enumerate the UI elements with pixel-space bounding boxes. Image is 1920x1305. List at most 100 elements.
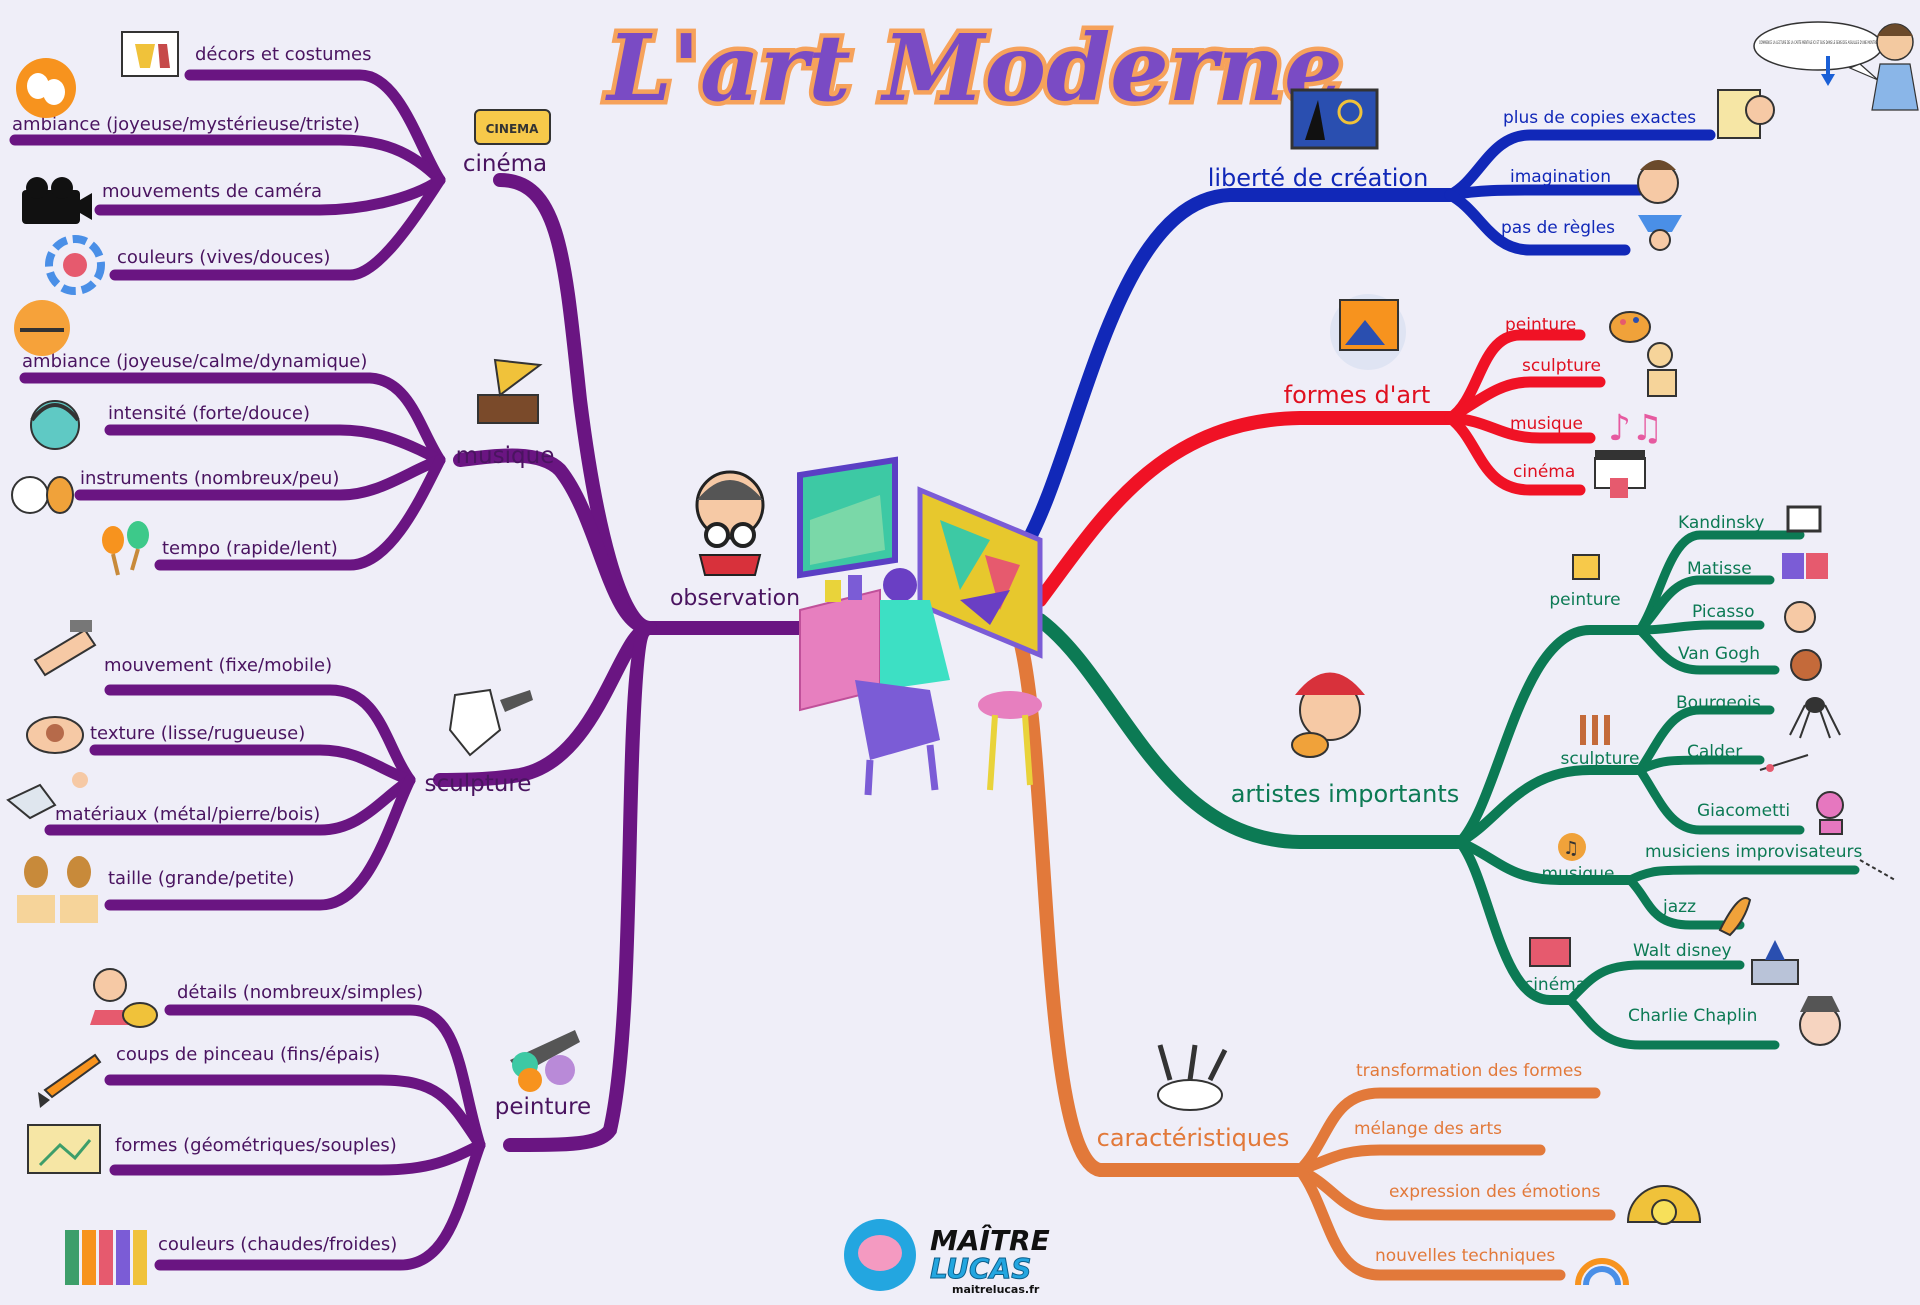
statue-icon [448, 688, 533, 757]
artist-name: Matisse [1687, 559, 1752, 579]
easel-drawing-icon [27, 1124, 101, 1174]
sculpture-item: matériaux (métal/pierre/bois) [55, 804, 320, 825]
headphones-character-icon [30, 400, 80, 450]
rock-materials-icon [6, 772, 88, 820]
observation-branches [9, 69, 807, 1271]
artistes-group-label: peinture [1549, 590, 1620, 610]
artist-name: musiciens improvisateurs [1645, 842, 1863, 862]
instruments-icon [11, 476, 74, 514]
music-note-icon: ♫ [1558, 833, 1586, 861]
painter-girl-icon [1291, 672, 1365, 758]
observer-icon [695, 470, 765, 576]
emotion-gauge-icon [1626, 1185, 1702, 1225]
artistes-group-label: sculpture [1560, 749, 1639, 769]
musique-item: intensité (forte/douce) [108, 403, 310, 424]
branch-caracteristiques-label: caractéristiques [1097, 1124, 1290, 1152]
sculpture-item: mouvement (fixe/mobile) [104, 655, 332, 676]
music-notes-icon: ♪♫ [1608, 408, 1663, 449]
artist-head [883, 568, 917, 602]
cinema-item: décors et costumes [195, 44, 372, 65]
branch-sculpture-label: sculpture [425, 771, 532, 797]
title-outline: L'art Moderne [604, 14, 1342, 122]
spider-sculpture-icon [1789, 697, 1841, 739]
guitar-sunset-icon [14, 300, 70, 356]
artistes-group-label: cinéma [1524, 975, 1586, 995]
clapperboard-icon [1594, 450, 1646, 498]
artistes-group-label: musique [1542, 864, 1615, 884]
brand-logo: MAÎTRE LUCAS maitrelucas.fr [844, 1219, 1050, 1296]
peinture-item: formes (géométriques/souples) [115, 1135, 397, 1156]
mind-explosion-icon [1638, 215, 1682, 251]
sculpture-item: taille (grande/petite) [108, 868, 294, 889]
easel-canvas [917, 486, 1043, 659]
mobile-sculpture-icon [1759, 754, 1809, 772]
formes-branch [1033, 329, 1606, 607]
sculpting-tools-icon [1580, 715, 1610, 745]
branch-formes-label: formes d'art [1284, 381, 1431, 409]
guide-character: COMMENCE LA LECTURE DE LA CARTE MENTALE … [1753, 21, 1919, 111]
artist-name: jazz [1662, 897, 1696, 917]
bust-sculpture-icon [1816, 791, 1844, 835]
cinema-item: couleurs (vives/douces) [117, 247, 330, 268]
svg-text:CINEMA: CINEMA [486, 122, 539, 136]
art-easel-icon [1330, 294, 1406, 370]
page-title: L'art Moderne [604, 14, 1342, 122]
maracas-icon [102, 521, 149, 576]
center-label: observation [670, 586, 800, 611]
chisel-icon [33, 620, 97, 677]
branch-cinema-label: cinéma [463, 151, 547, 177]
castle-icon [1751, 940, 1799, 985]
theater-masks-icon [16, 58, 76, 118]
picasso-portrait-icon [1784, 601, 1816, 633]
artist-name: Picasso [1692, 602, 1754, 622]
van-gogh-portrait-icon [1790, 649, 1822, 681]
artist-name: Van Gogh [1678, 644, 1760, 664]
branch-liberte-label: liberté de création [1208, 164, 1429, 192]
peinture-item: couleurs (chaudes/froides) [158, 1234, 397, 1255]
starry-night-painting-icon [1290, 88, 1379, 150]
artist-name: Kandinsky [1678, 513, 1765, 533]
painter-artist-icon [90, 968, 158, 1028]
liberte-item: plus de copies exactes [1503, 108, 1696, 128]
musique-item: instruments (nombreux/peu) [80, 468, 339, 489]
caracteristiques-item: nouvelles techniques [1375, 1246, 1555, 1266]
arrow-down-icon [1821, 74, 1835, 86]
improvisation-icon [1859, 859, 1896, 881]
paint-palette-icon [510, 1030, 580, 1092]
formes-item: cinéma [1513, 462, 1575, 482]
svg-text:♪♫: ♪♫ [1608, 408, 1663, 449]
art-supplies-icon [1157, 1044, 1228, 1111]
formes-item: musique [1510, 414, 1583, 434]
svg-text:♫: ♫ [1563, 838, 1579, 859]
brand-site: maitrelucas.fr [952, 1283, 1040, 1296]
artist-name: Calder [1687, 742, 1742, 762]
branch-musique-label: musique [456, 443, 555, 469]
cinema-item: ambiance (joyeuse/mystérieuse/triste) [12, 114, 360, 135]
musique-item: tempo (rapide/lent) [162, 538, 338, 559]
speech-bubble-text: COMMENCE LA LECTURE DE LA CARTE MENTALE … [1759, 40, 1877, 45]
cinema-sign-icon: CINEMA [474, 109, 551, 145]
artist-illustration [797, 456, 1043, 796]
cinema-theater-icon [1529, 937, 1571, 967]
stool [978, 691, 1042, 719]
chair [855, 680, 940, 760]
peinture-item: coups de pinceau (fins/épais) [116, 1044, 380, 1065]
caracteristiques-item: mélange des arts [1354, 1119, 1502, 1139]
caracteristiques-item: expression des émotions [1389, 1182, 1601, 1202]
charlie-chaplin-icon [1799, 996, 1841, 1046]
saxophone-icon [1718, 897, 1752, 937]
vases-icon [17, 856, 98, 923]
costume-rack-icon [121, 31, 179, 77]
gramophone-icon [477, 358, 543, 424]
artist-body [880, 600, 950, 690]
rainbow-icon [1575, 1258, 1629, 1286]
peinture-item: détails (nombreux/simples) [177, 982, 423, 1003]
matisse-art-icon [1782, 553, 1828, 579]
hands-clay-icon [26, 716, 84, 754]
color-wheel-icon [45, 235, 105, 295]
paintbrush-icon [38, 1053, 102, 1108]
liberte-branch [1013, 129, 1716, 562]
sculptor-icon [1647, 342, 1677, 397]
